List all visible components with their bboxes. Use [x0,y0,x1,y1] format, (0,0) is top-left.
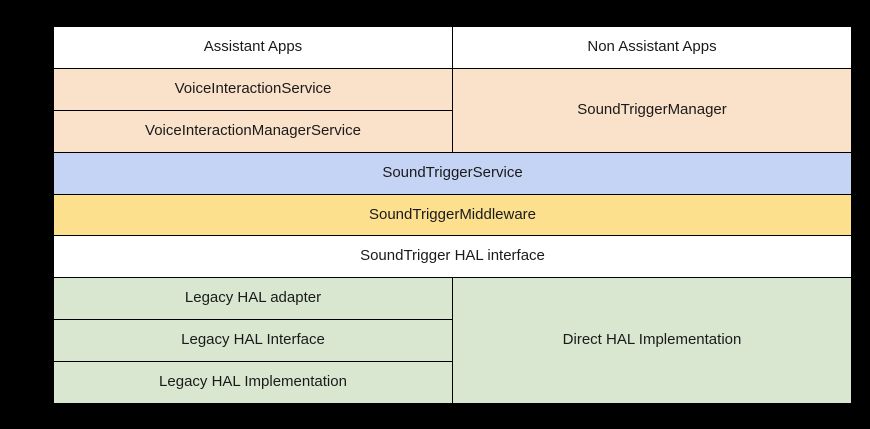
cell-legacy-hal-implementation: Legacy HAL Implementation [53,361,453,404]
header-row: Assistant Apps Non Assistant Apps [53,26,852,69]
legacy-hal-adapter-row: Legacy HAL adapter Direct HAL Implementa… [53,277,852,404]
legacy-hal-interface-row: Legacy HAL Interface [53,319,852,362]
cell-sound-trigger-hal-interface: SoundTrigger HAL interface [53,235,852,279]
cell-sound-trigger-middleware: SoundTriggerMiddleware [53,193,852,237]
cell-sound-trigger-manager: SoundTriggerManager [452,67,852,153]
cell-direct-hal-implementation: Direct HAL Implementation [452,277,852,404]
layer-table: Assistant Apps Non Assistant Apps VoiceI… [53,26,852,404]
cell-legacy-hal-adapter: Legacy HAL adapter [53,277,453,321]
cell-legacy-hal-interface: Legacy HAL Interface [53,319,453,362]
column-header-non-assistant-apps: Non Assistant Apps [452,26,852,69]
sound-trigger-hal-interface-row: SoundTrigger HAL interface [53,235,852,279]
column-header-assistant-apps: Assistant Apps [53,26,453,69]
sound-trigger-middleware-row: SoundTriggerMiddleware [53,193,852,237]
voice-interaction-service-row: VoiceInteractionService SoundTriggerMana… [53,67,852,153]
sound-trigger-service-row: SoundTriggerService [53,151,852,195]
cell-sound-trigger-service: SoundTriggerService [53,151,852,195]
cell-voice-interaction-manager-service: VoiceInteractionManagerService [53,109,453,153]
voice-interaction-manager-service-row: VoiceInteractionManagerService [53,109,852,153]
legacy-hal-implementation-row: Legacy HAL Implementation [53,361,852,404]
architecture-diagram: Assistant Apps Non Assistant Apps VoiceI… [53,26,852,404]
cell-voice-interaction-service: VoiceInteractionService [53,67,453,111]
